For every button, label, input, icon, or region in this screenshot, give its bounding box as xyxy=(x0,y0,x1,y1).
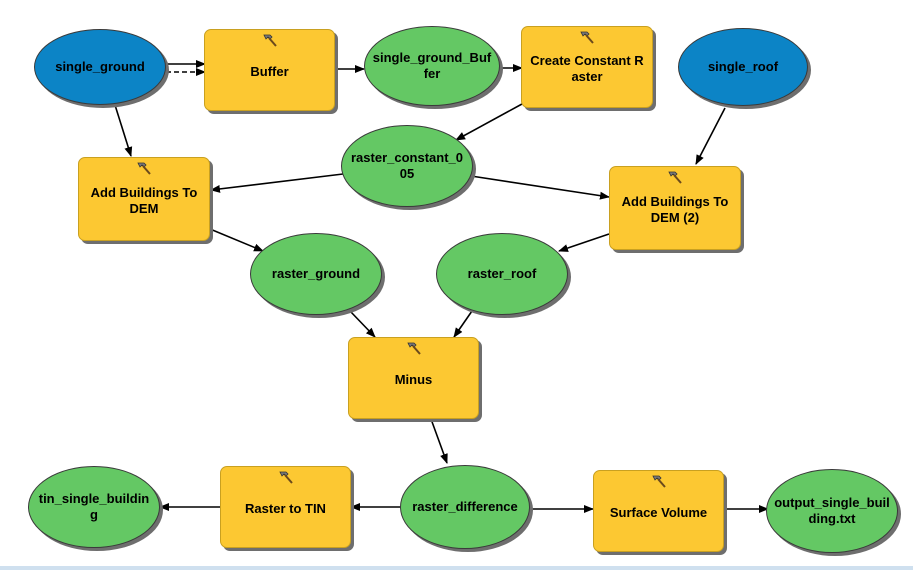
connector-raster-ground-to-minus xyxy=(349,310,376,338)
tool-minus-label: Minus xyxy=(394,372,433,387)
tool-surface-volume-label: Surface Volume xyxy=(609,505,708,520)
connector-raster-constant-to-add-buildings-2 xyxy=(470,175,610,200)
tool-add-buildings-to-dem-2[interactable]: Add Buildings To DEM (2) xyxy=(609,166,741,250)
tool-buffer[interactable]: Buffer xyxy=(204,29,335,111)
tool-create-constant-raster-label: Create Constant Raster xyxy=(530,53,644,84)
hammer-icon xyxy=(406,342,421,355)
hammer-icon xyxy=(580,31,594,44)
connector-create-constant-raster-to-raster-constant xyxy=(455,103,523,141)
connector-add-buildings-to-raster-ground xyxy=(209,228,264,252)
tool-create-constant-raster[interactable]: Create Constant Raster xyxy=(521,26,653,108)
hammer-icon xyxy=(651,475,666,488)
connector-raster-constant-to-add-buildings xyxy=(210,173,344,193)
node-raster-difference[interactable]: raster_difference xyxy=(400,465,530,549)
hammer-icon xyxy=(262,34,277,47)
tool-raster-to-tin[interactable]: Raster to TIN xyxy=(220,466,351,548)
tool-add-buildings-to-dem[interactable]: Add Buildings To DEM xyxy=(78,157,210,241)
node-single-roof-label: single_roof xyxy=(707,59,779,74)
node-single-ground[interactable]: single_ground xyxy=(34,29,166,105)
tool-minus[interactable]: Minus xyxy=(348,337,479,419)
hammer-icon xyxy=(278,471,293,484)
node-output-single-building-label: output_single_building.txt xyxy=(774,495,890,526)
tool-add-buildings-to-dem-2-label: Add Buildings To DEM (2) xyxy=(621,194,729,225)
connector-add-buildings-2-to-raster-roof xyxy=(558,233,610,252)
tool-raster-to-tin-label: Raster to TIN xyxy=(245,501,326,516)
hammer-icon xyxy=(668,171,682,184)
node-raster-constant-005-label: raster_constant_005 xyxy=(351,150,463,181)
tool-surface-volume[interactable]: Surface Volume xyxy=(593,470,724,552)
connector-single-roof-to-add-buildings-2 xyxy=(695,107,726,165)
node-raster-difference-label: raster_difference xyxy=(412,499,518,514)
window-bottom-edge xyxy=(0,566,913,570)
node-single-roof[interactable]: single_roof xyxy=(678,28,808,106)
connector-single-ground-to-add-buildings xyxy=(114,104,133,157)
connector-raster-roof-to-minus xyxy=(453,310,473,338)
node-raster-constant-005[interactable]: raster_constant_005 xyxy=(341,125,473,207)
hammer-icon xyxy=(137,162,151,175)
node-single-ground-label: single_ground xyxy=(55,59,145,74)
tool-buffer-label: Buffer xyxy=(250,64,289,79)
node-single-ground-buffer-label: single_ground_Buffer xyxy=(372,50,492,81)
connector-minus-to-raster-difference xyxy=(430,418,448,464)
tool-add-buildings-to-dem-label: Add Buildings To DEM xyxy=(90,185,198,216)
node-tin-single-building-label: tin_single_building xyxy=(38,491,150,522)
node-raster-ground-label: raster_ground xyxy=(271,266,361,281)
node-output-single-building[interactable]: output_single_building.txt xyxy=(766,469,898,553)
node-tin-single-building[interactable]: tin_single_building xyxy=(28,466,160,548)
node-single-ground-buffer[interactable]: single_ground_Buffer xyxy=(364,26,500,106)
node-raster-roof-label: raster_roof xyxy=(467,266,537,281)
node-raster-roof[interactable]: raster_roof xyxy=(436,233,568,315)
node-raster-ground[interactable]: raster_ground xyxy=(250,233,382,315)
